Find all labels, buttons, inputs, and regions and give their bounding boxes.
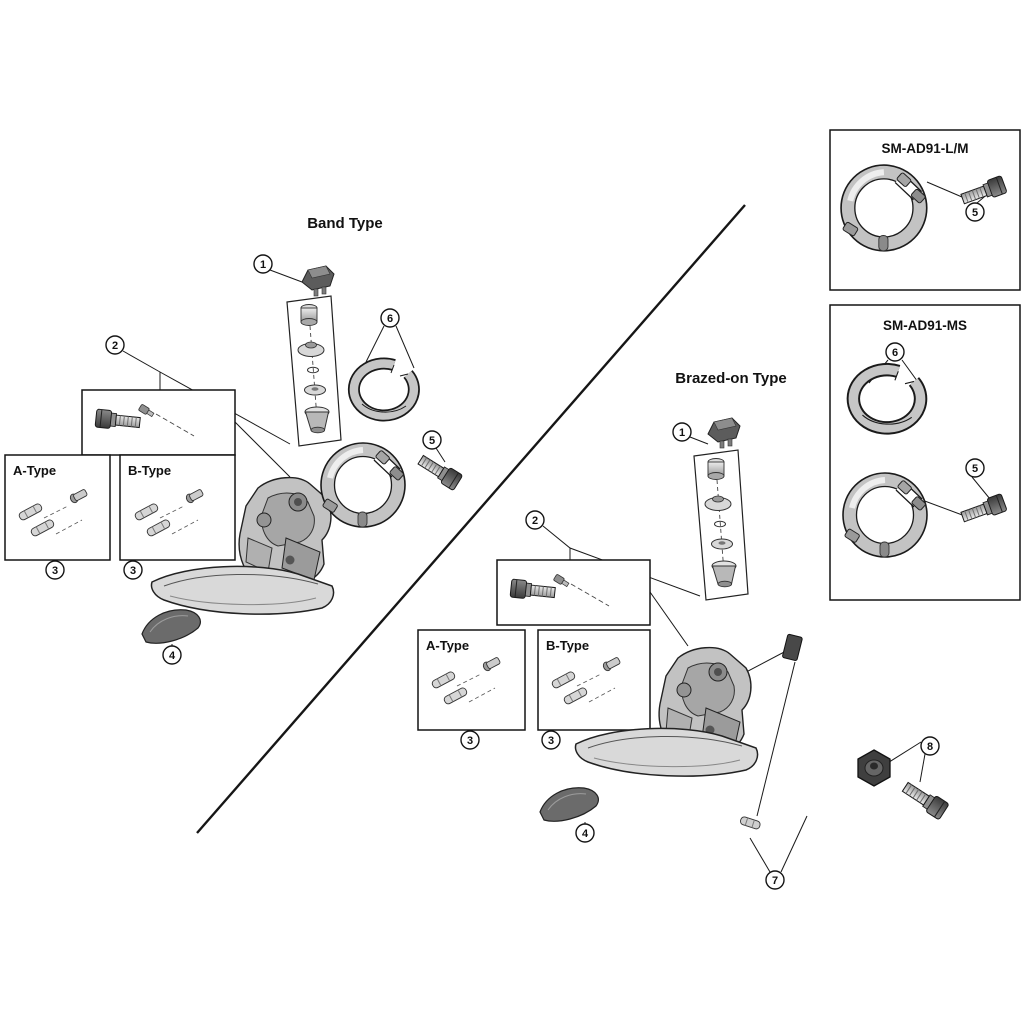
callout-3-number: 3: [467, 735, 473, 747]
band-adjust-column: [286, 295, 342, 447]
callout-6-number: 6: [892, 347, 898, 359]
band-b-type-label: B-Type: [128, 463, 171, 478]
callout-8: 8: [920, 736, 940, 756]
callout-3-number: 3: [130, 565, 136, 577]
callout-1-number: 1: [260, 259, 266, 271]
callout-5-number: 5: [429, 435, 435, 447]
sm-ad91-ms-title: SM-AD91-MS: [883, 318, 967, 333]
sm-ad91-ms-frame: [829, 304, 1021, 601]
brazed-a-type-label: A-Type: [426, 638, 469, 653]
brazed-on-type-title: Brazed-on Type: [675, 370, 786, 387]
band-spacer-shim: [354, 363, 414, 415]
band-b-type-box: [119, 454, 236, 561]
callout-2: 2: [105, 335, 125, 355]
callout-3-number: 3: [548, 735, 554, 747]
callout-1: 1: [253, 254, 273, 274]
band-a-type-box: [4, 454, 111, 561]
callout-4: 4: [575, 823, 595, 843]
callout-6: 6: [885, 342, 905, 362]
band-skid-wedge: [141, 609, 201, 644]
band-a-type-label: A-Type: [13, 463, 56, 478]
callout-5: 5: [422, 430, 442, 450]
callout-5-number: 5: [972, 463, 978, 475]
callout-6: 6: [380, 308, 400, 328]
callout-4-number: 4: [169, 650, 176, 662]
callout-1-number: 1: [679, 427, 685, 439]
sm-ad91-lm-clamp: [841, 165, 927, 251]
callout-4: 4: [162, 645, 182, 665]
callout-5-number: 5: [972, 207, 978, 219]
brazed-adjust-column: [693, 449, 749, 601]
brazed-cable-cap: [707, 417, 741, 449]
callout-1: 1: [672, 422, 692, 442]
callout-3-a: 3: [45, 560, 65, 580]
brazed-stop-pin: [739, 815, 762, 831]
callout-2-number: 2: [532, 515, 538, 527]
brazed-mount-bolt: [899, 778, 950, 821]
band-type-title: Band Type: [307, 215, 383, 232]
sm-ad91-lm-title: SM-AD91-L/M: [882, 141, 969, 156]
brazed-b-type-label: B-Type: [546, 638, 589, 653]
brazed-on-type-section: Brazed-on Type A-Type B-Type: [417, 370, 950, 890]
brazed-backing-plate: [781, 633, 804, 662]
callout-5: 5: [965, 458, 985, 478]
callout-8-number: 8: [927, 741, 933, 753]
callout-4-number: 4: [582, 828, 589, 840]
callout-2-number: 2: [112, 340, 118, 352]
brazed-skid-wedge: [539, 787, 599, 822]
band-cable-cap: [301, 265, 335, 297]
band-clamp-band: [321, 443, 405, 527]
sm-ad91-lm-panel: SM-AD91-L/M 5: [829, 129, 1021, 291]
sm-ad91-ms-panel: SM-AD91-MS 6 5: [829, 304, 1021, 601]
band-type-section: Band Type A-Type B-Type: [4, 215, 464, 665]
brazed-mount-nut: [857, 749, 891, 787]
callout-5: 5: [965, 202, 985, 222]
callout-2: 2: [525, 510, 545, 530]
callout-7-number: 7: [772, 875, 778, 887]
divider-line: [196, 204, 746, 834]
callout-3-b: 3: [541, 730, 561, 750]
callout-3-number: 3: [52, 565, 58, 577]
sm-ad91-ms-clamp: [843, 473, 927, 557]
callout-7: 7: [765, 870, 785, 890]
callout-6-number: 6: [387, 313, 393, 325]
callout-3-a: 3: [460, 730, 480, 750]
band-clamp-bolt: [415, 451, 464, 492]
callout-3-b: 3: [123, 560, 143, 580]
